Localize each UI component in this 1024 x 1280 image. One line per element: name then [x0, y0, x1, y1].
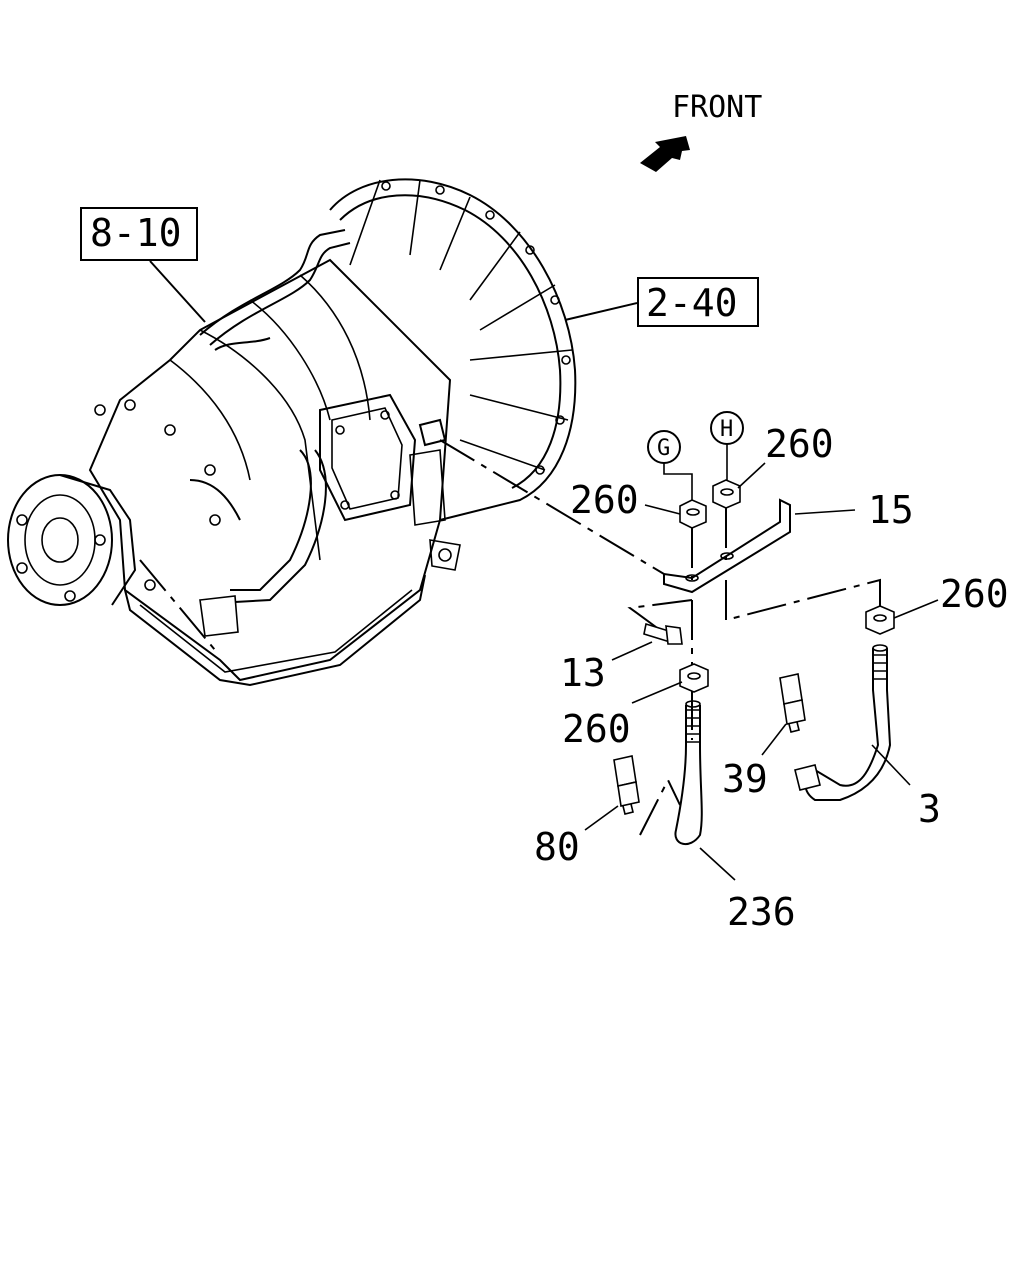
callout-39: 39 — [722, 757, 768, 801]
transmission-drawing — [7, 178, 577, 687]
ref-label-2-40: 2-40 — [646, 281, 738, 325]
pipe-3 — [794, 644, 892, 801]
callout-236: 236 — [727, 890, 796, 934]
nut-260-g — [679, 499, 707, 529]
ref-box-8-10 — [80, 207, 198, 261]
callout-15: 15 — [868, 488, 914, 532]
nut-260-right — [865, 605, 895, 635]
callout-260-g: 260 — [570, 478, 639, 522]
front-arrow-icon — [640, 136, 690, 172]
ref-label-8-10: 8-10 — [90, 211, 182, 255]
callout-260-bottom: 260 — [562, 707, 631, 751]
circle-g-label: G — [657, 436, 670, 461]
nut-260-h — [712, 479, 741, 509]
ref-box-2-40 — [637, 277, 759, 327]
bolt-13 — [643, 622, 683, 645]
nut-260-bottom — [679, 663, 709, 693]
callout-260-right: 260 — [940, 572, 1009, 616]
bracket-15 — [663, 498, 791, 594]
callout-13: 13 — [560, 651, 606, 695]
fitting-39 — [779, 673, 806, 733]
fitting-80 — [613, 755, 640, 815]
front-label: FRONT — [672, 90, 762, 125]
callout-3: 3 — [918, 787, 941, 831]
callout-80: 80 — [534, 825, 580, 869]
callout-260-h: 260 — [765, 422, 834, 466]
circle-h-label: H — [720, 417, 733, 442]
pipe-236 — [674, 700, 703, 845]
